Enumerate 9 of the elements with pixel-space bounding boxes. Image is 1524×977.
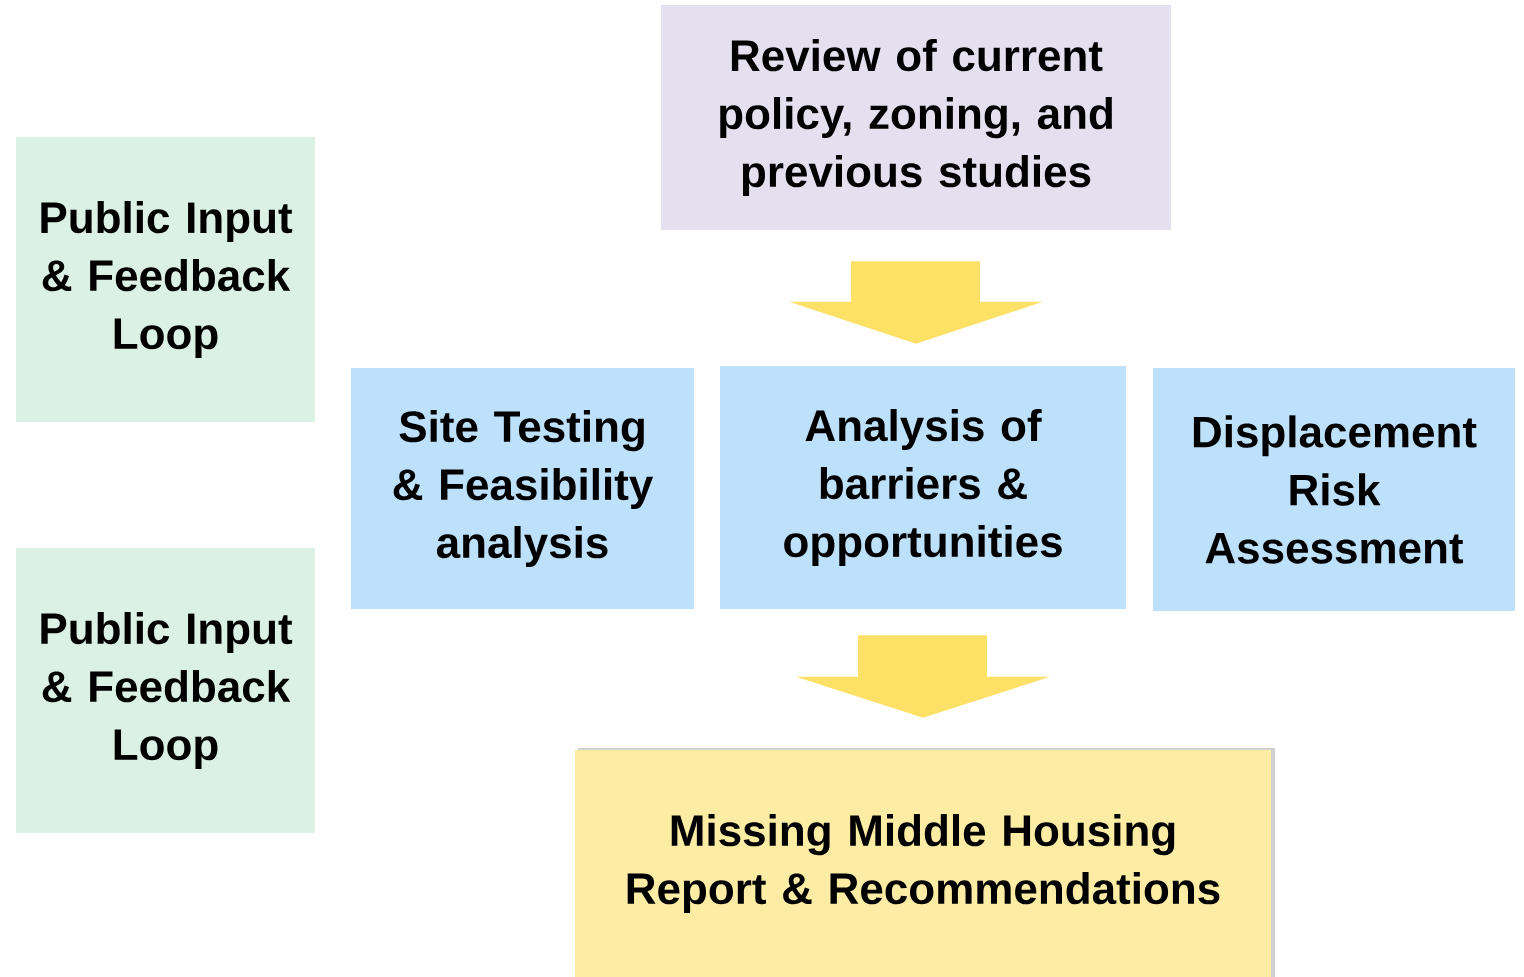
process-box: Missing Middle Housing Report & Recommendations [575,750,1271,977]
process-box: Displacement Risk Assessment [1153,368,1515,611]
process-box: Analysis of barriers & opportunities [720,366,1126,609]
block-arrow [789,261,1043,344]
process-box: Review of current policy, zoning, and previous studies [661,5,1171,230]
block-arrow [796,635,1050,718]
process-box: Site Testing & Feasibility analysis [351,368,694,609]
process-box: Public Input & Feedback Loop [16,548,315,833]
process-box: Public Input & Feedback Loop [16,137,315,422]
